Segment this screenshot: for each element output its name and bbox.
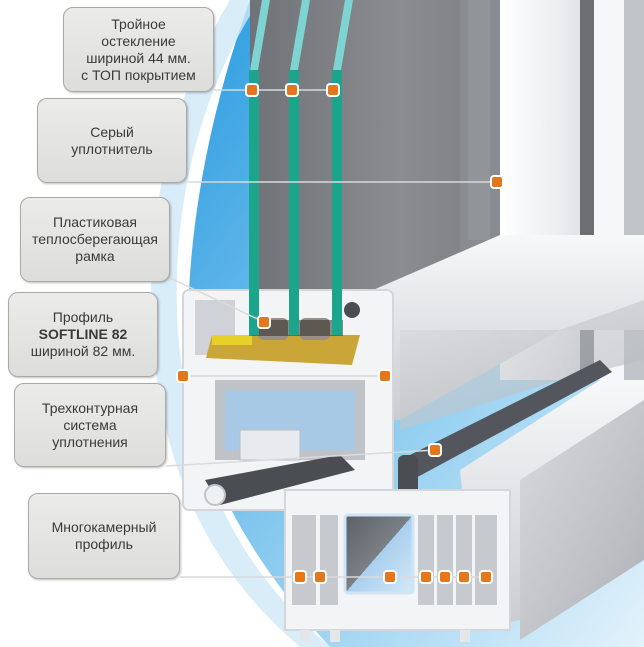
glass-pane-2-edge-top: [290, 0, 310, 70]
callout-line: рамка: [75, 248, 115, 264]
callout-line: теплосберегающая: [32, 231, 158, 247]
glass-pane-2: [289, 70, 299, 330]
glass-pane-3: [332, 70, 342, 330]
marker-profile-1[interactable]: [176, 369, 190, 383]
leader-line-three-contour-seal: [165, 449, 436, 467]
marker-spacer-frame-1[interactable]: [257, 315, 271, 329]
marker-multi-chamber-6[interactable]: [457, 570, 471, 584]
marker-triple-glazing-1[interactable]: [245, 83, 259, 97]
callout-spacer-frame: Пластиковая теплосберегающая рамка: [20, 197, 170, 282]
callout-three-contour-seal: Трехконтурная система уплотнения: [14, 383, 166, 467]
leader-line-spacer-frame: [169, 277, 265, 323]
marker-multi-chamber-1[interactable]: [293, 570, 307, 584]
callout-line-bold: SOFTLINE 82: [38, 326, 128, 342]
marker-triple-glazing-2[interactable]: [285, 83, 299, 97]
marker-profile-2[interactable]: [378, 369, 392, 383]
marker-multi-chamber-5[interactable]: [438, 570, 452, 584]
callout-line: Многокамерный: [51, 519, 157, 535]
glass-pane-3-edge-top: [333, 0, 353, 70]
callout-line: профиль: [75, 536, 133, 552]
callout-line: Серый: [90, 123, 134, 140]
marker-multi-chamber-3[interactable]: [383, 570, 397, 584]
marker-triple-glazing-3[interactable]: [326, 83, 340, 97]
callout-triple-glazing: Тройное остекление шириной 44 мм. с ТОП …: [63, 7, 214, 92]
glass-pane-1-edge-top: [250, 0, 270, 70]
callout-grey-seal: Серый уплотнитель: [37, 98, 187, 183]
callout-line: Трехконтурная: [41, 399, 139, 416]
callout-line: уплотнитель: [71, 140, 153, 157]
leader-lines: [165, 89, 497, 578]
callout-line: шириной 82 мм.: [30, 343, 136, 359]
callout-line: уплотнения: [52, 433, 128, 450]
callout-line: с ТОП покрытием: [81, 66, 196, 83]
callout-line: остекление: [101, 32, 176, 49]
marker-multi-chamber-2[interactable]: [313, 570, 327, 584]
marker-grey-seal-1[interactable]: [490, 175, 504, 189]
callout-line: система: [63, 416, 117, 433]
callout-markers: [176, 83, 504, 584]
callout-line: шириной 44 мм.: [86, 49, 191, 66]
marker-multi-chamber-7[interactable]: [479, 570, 493, 584]
callout-profile: Профиль SOFTLINE 82 шириной 82 мм.: [8, 292, 158, 377]
callout-line: Тройное: [111, 15, 166, 32]
callout-line: Пластиковая: [53, 214, 137, 230]
glass-pane-1: [249, 70, 259, 330]
marker-three-contour-seal-1[interactable]: [428, 443, 442, 457]
callout-line: Профиль: [52, 309, 114, 325]
callout-multi-chamber: Многокамерный профиль: [28, 493, 180, 579]
marker-multi-chamber-4[interactable]: [419, 570, 433, 584]
